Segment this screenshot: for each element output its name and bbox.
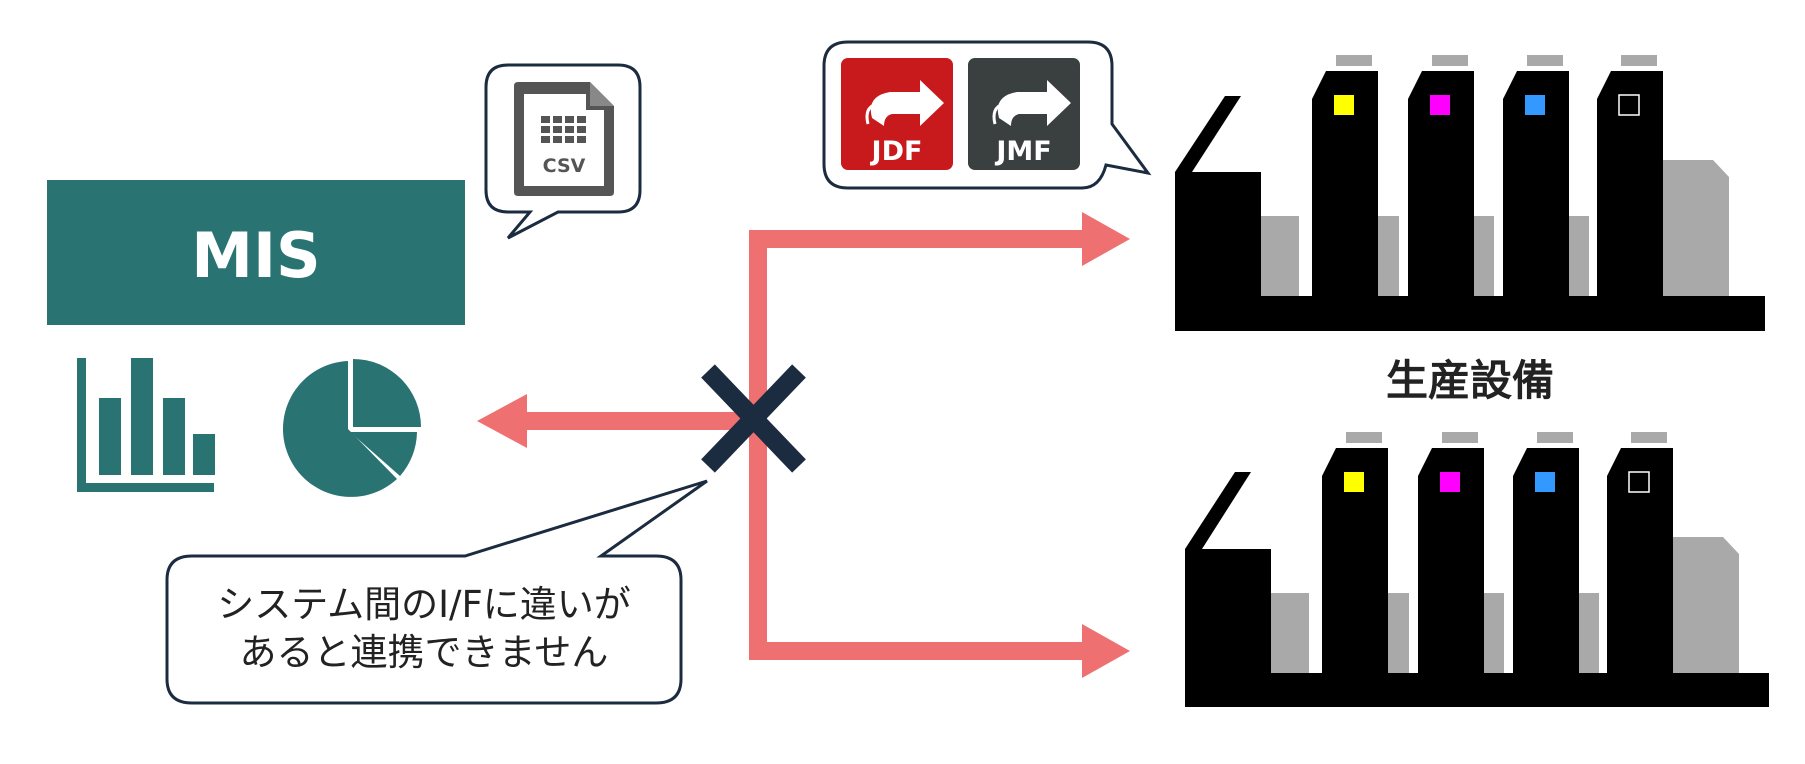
printing-press-icon xyxy=(1185,432,1769,707)
jdf-jmf-bubble: JDF JMF xyxy=(822,40,1152,190)
csv-icon-label: CSV xyxy=(543,155,586,177)
jdf-logo-icon: JDF xyxy=(841,58,953,170)
mis-label: MIS xyxy=(191,219,320,292)
csv-bubble: CSV xyxy=(484,63,642,240)
error-message-line2: あると連携できません xyxy=(240,631,609,674)
print-unit xyxy=(1597,55,1663,296)
print-unit xyxy=(1607,432,1673,673)
print-unit xyxy=(1418,432,1484,673)
arrow-top-shaft xyxy=(749,230,1084,248)
pie-chart-icon xyxy=(282,359,421,497)
csv-file-icon: CSV xyxy=(514,82,614,196)
bar-chart-icon xyxy=(77,358,215,492)
arrow-bottom-head xyxy=(1082,624,1130,678)
jmf-logo-icon: JMF xyxy=(968,58,1080,170)
print-unit xyxy=(1503,55,1569,296)
jmf-label: JMF xyxy=(994,136,1051,167)
printing-press-icon xyxy=(1175,55,1765,331)
arrow-bottom-shaft xyxy=(749,642,1084,660)
print-unit xyxy=(1408,55,1474,296)
jdf-label: JDF xyxy=(870,136,923,167)
print-unit xyxy=(1322,432,1388,673)
arrow-trunk xyxy=(749,230,767,660)
mis-box xyxy=(47,180,465,325)
mis-block: MIS xyxy=(47,180,465,325)
arrow-top-head xyxy=(1082,212,1130,266)
arrow-left-shaft xyxy=(525,412,757,430)
print-unit xyxy=(1312,55,1378,296)
arrow-left-head xyxy=(477,394,527,448)
connection-arrows xyxy=(477,212,1130,678)
error-bubble: システム間のI/Fに違いが あると連携できません xyxy=(165,479,708,705)
cross-mark-icon xyxy=(701,364,806,473)
equipment-label: 生産設備 xyxy=(1386,356,1554,405)
print-unit xyxy=(1513,432,1579,673)
error-message-line1: システム間のI/Fに違いが xyxy=(217,583,631,626)
